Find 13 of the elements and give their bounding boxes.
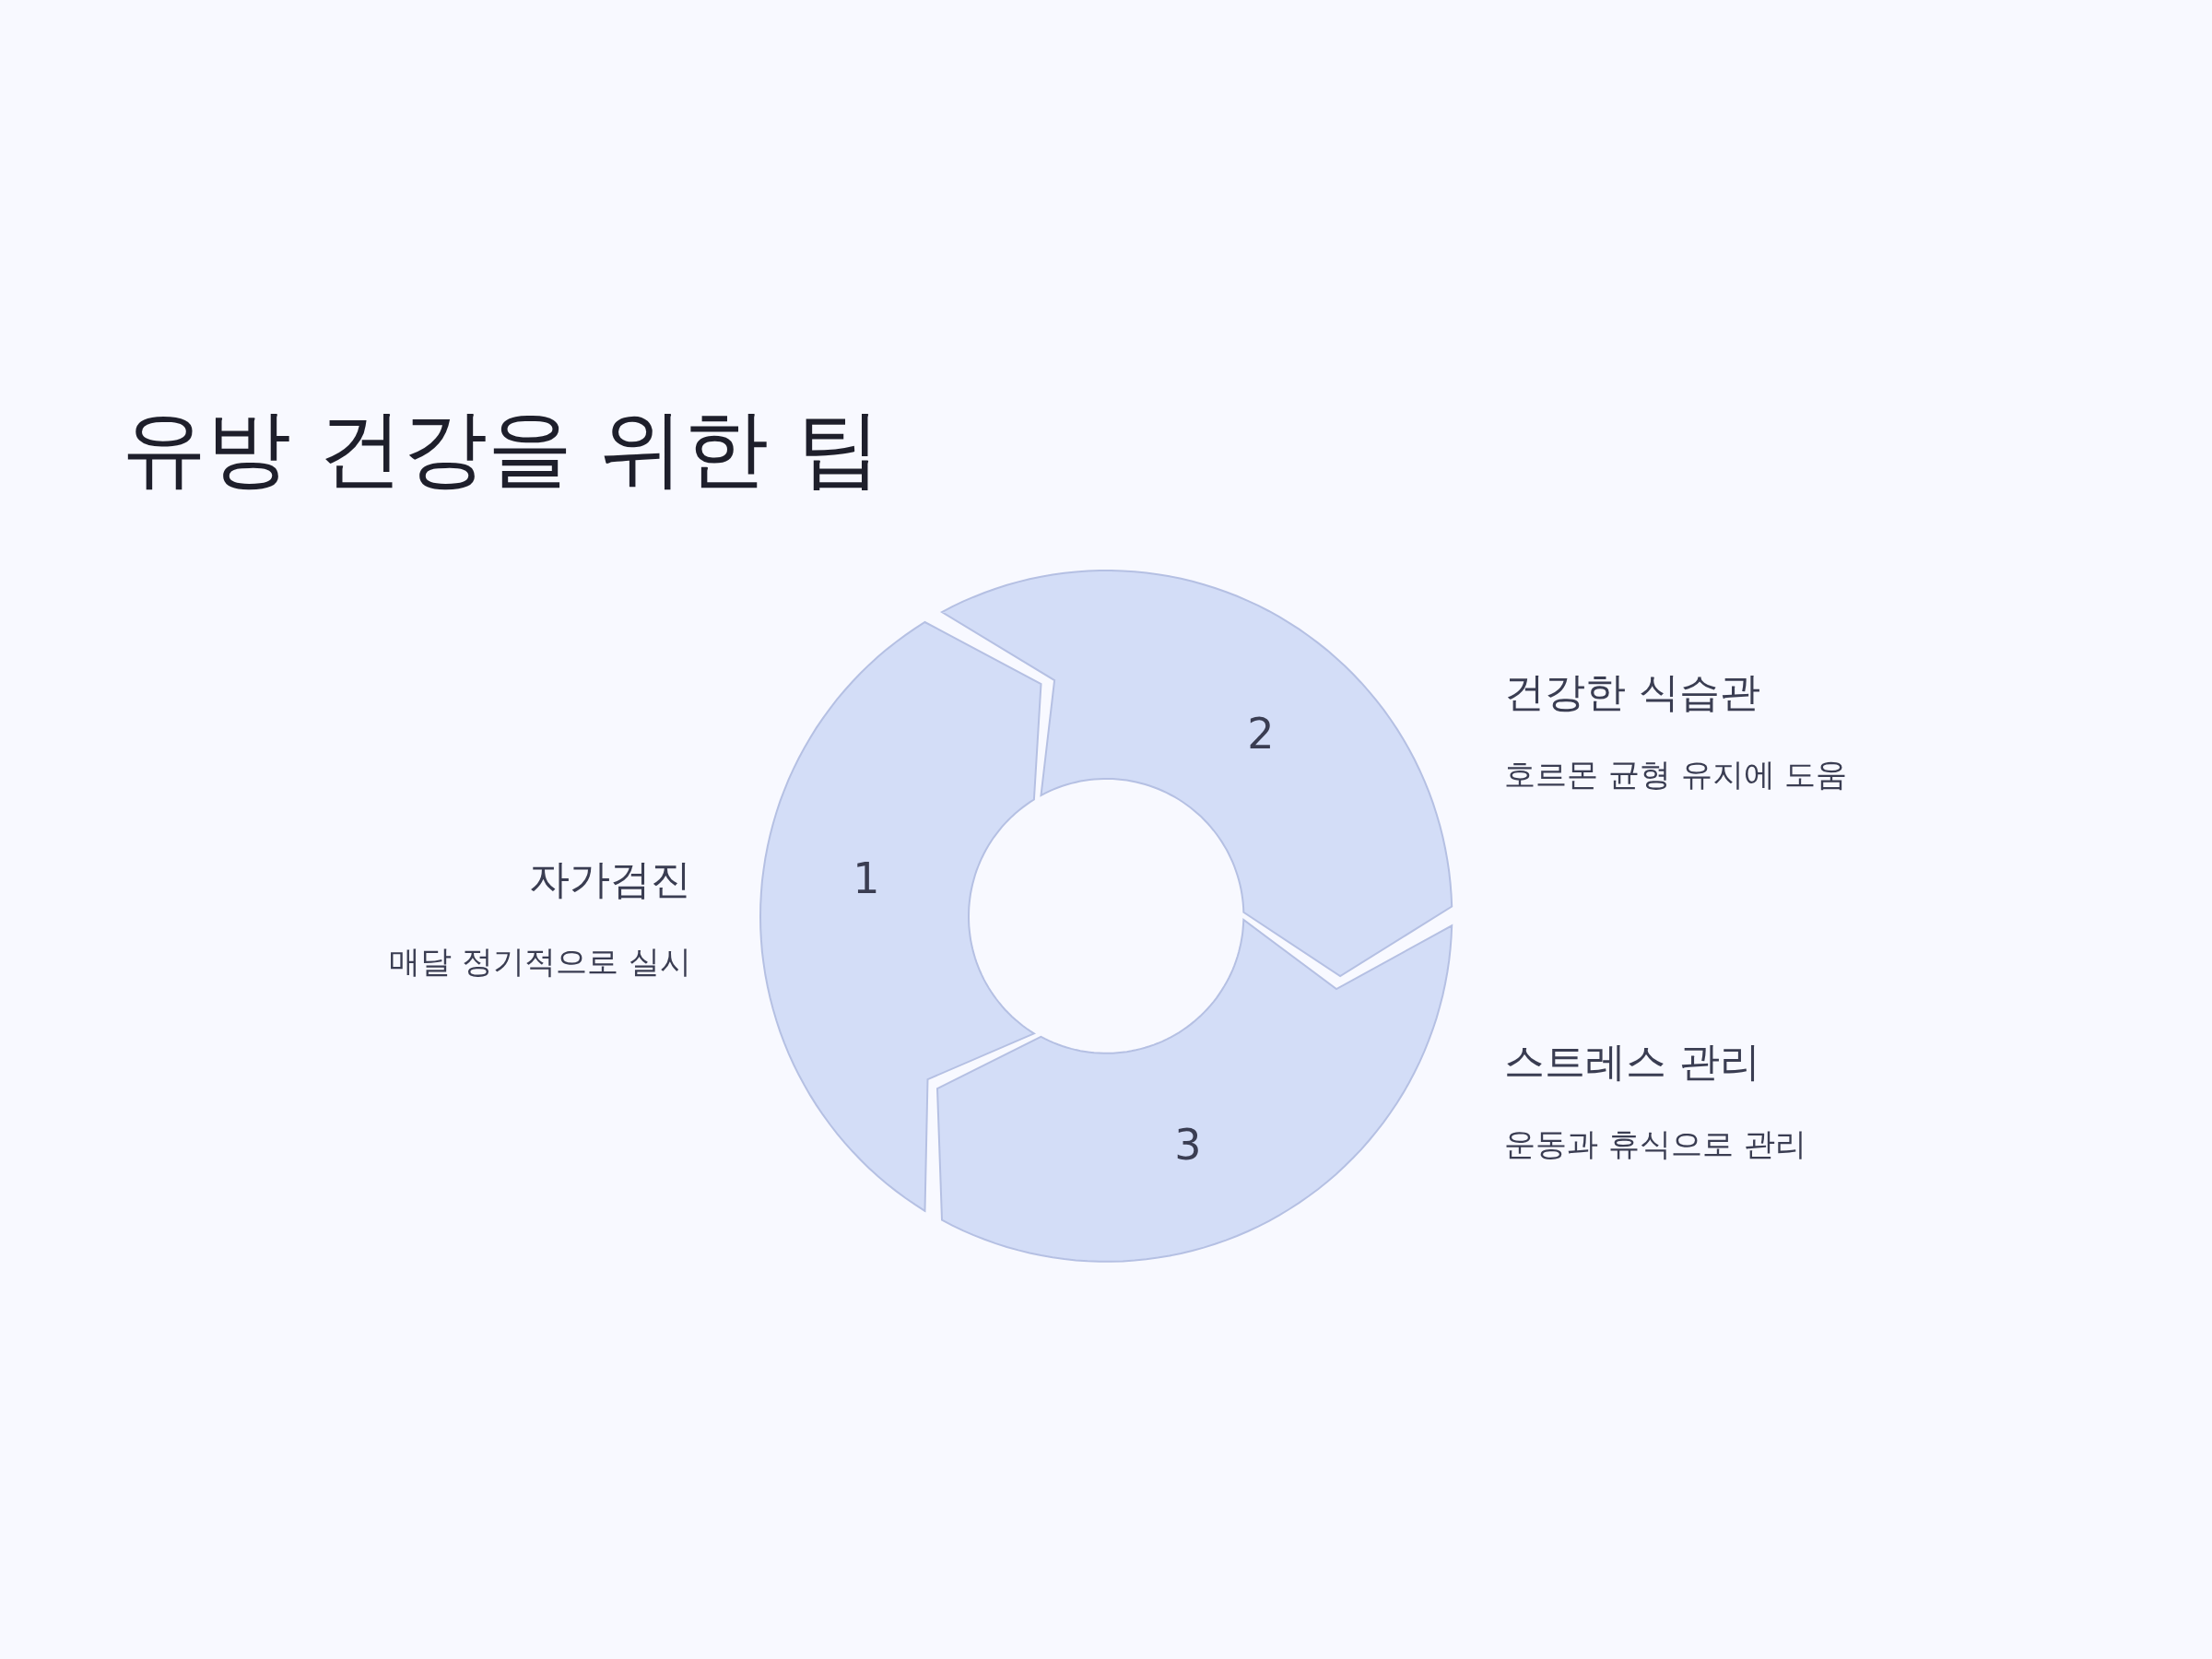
step-description: 매달 정기적으로 실시 (389, 942, 691, 982)
ring-segment (936, 920, 1452, 1262)
ring-segment (941, 571, 1452, 977)
step-heading: 건강한 식습관 (1504, 667, 1760, 717)
step-description: 호르몬 균형 유지에 도움 (1504, 755, 1848, 794)
ring-segment (760, 621, 1041, 1211)
step-number: 2 (1247, 709, 1275, 759)
step-number: 1 (853, 853, 880, 903)
step-heading: 자가검진 (529, 854, 691, 904)
step-number: 3 (1174, 1120, 1202, 1170)
step-heading: 스트레스 관리 (1504, 1037, 1760, 1087)
title: 유방 건강을 위한 팁 (122, 398, 881, 500)
step-description: 운동과 휴식으로 관리 (1504, 1124, 1806, 1164)
